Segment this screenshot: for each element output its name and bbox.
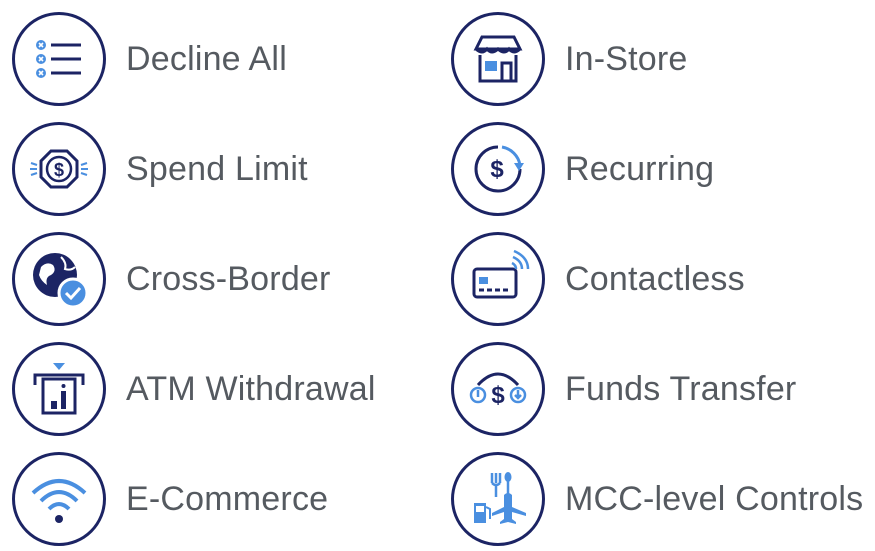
svg-text:$: $ — [490, 156, 504, 183]
feature-mcc-level-controls: MCC-level Controls — [451, 449, 863, 549]
feature-label: In-Store — [565, 39, 688, 78]
e-commerce-icon — [12, 452, 106, 546]
atm-withdrawal-icon — [12, 342, 106, 436]
feature-e-commerce: E-Commerce — [12, 449, 328, 549]
feature-label: ATM Withdrawal — [126, 369, 376, 408]
feature-label: Recurring — [565, 149, 715, 188]
feature-funds-transfer: $ Funds Transfer — [451, 339, 796, 439]
contactless-icon — [451, 232, 545, 326]
feature-label: Cross-Border — [126, 259, 331, 298]
feature-spend-limit: $ Spend Limit — [12, 119, 308, 219]
feature-decline-all: Decline All — [12, 9, 287, 109]
cross-border-icon — [12, 232, 106, 326]
feature-in-store: In-Store — [451, 9, 688, 109]
feature-atm-withdrawal: ATM Withdrawal — [12, 339, 376, 439]
feature-label: MCC-level Controls — [565, 479, 864, 518]
spend-limit-icon: $ — [12, 122, 106, 216]
feature-recurring: $ Recurring — [451, 119, 714, 219]
feature-contactless: Contactless — [451, 229, 745, 329]
svg-text:$: $ — [54, 160, 64, 180]
feature-label: Contactless — [565, 259, 745, 298]
funds-transfer-icon: $ — [451, 342, 545, 436]
mcc-level-controls-icon — [451, 452, 545, 546]
feature-label: E-Commerce — [126, 479, 329, 518]
feature-label: Spend Limit — [126, 149, 308, 188]
in-store-icon — [451, 12, 545, 106]
feature-cross-border: Cross-Border — [12, 229, 331, 329]
svg-text:$: $ — [491, 382, 505, 409]
recurring-icon: $ — [451, 122, 545, 216]
feature-label: Funds Transfer — [565, 369, 797, 408]
feature-label: Decline All — [126, 39, 287, 78]
decline-all-icon — [12, 12, 106, 106]
